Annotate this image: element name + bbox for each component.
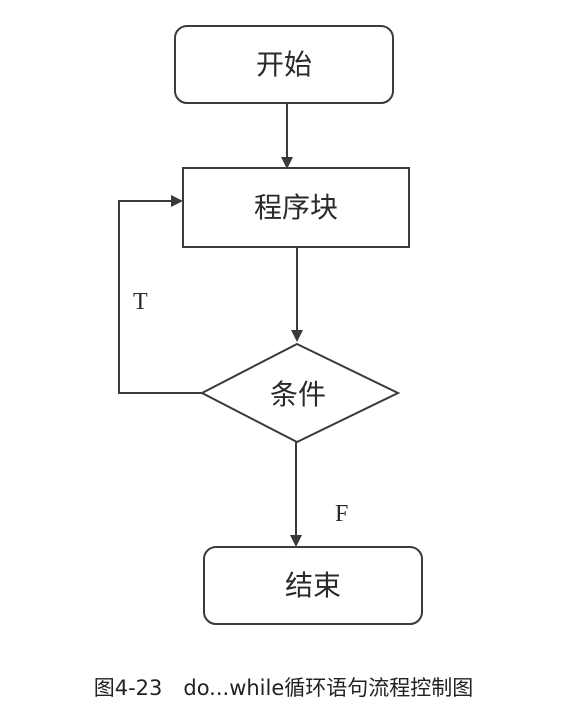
process-node: 程序块 bbox=[182, 167, 410, 248]
process-node-label: 程序块 bbox=[254, 191, 338, 224]
arrow-loop-true bbox=[118, 195, 202, 394]
start-node: 开始 bbox=[174, 25, 394, 104]
end-node: 结束 bbox=[203, 546, 423, 625]
figure-caption: 图4-23 do...while循环语句流程控制图 bbox=[93, 676, 474, 700]
start-node-shape bbox=[174, 25, 394, 104]
condition-node: 条件 bbox=[199, 342, 401, 444]
false-label: F bbox=[335, 501, 348, 527]
process-node-shape bbox=[182, 167, 410, 248]
end-node-shape bbox=[203, 546, 423, 625]
true-label: T bbox=[133, 289, 148, 315]
condition-node-label: 条件 bbox=[270, 378, 326, 411]
start-node-label: 开始 bbox=[256, 48, 312, 81]
flowchart-diagram: 开始 程序块 条件 T F 结束 bbox=[118, 25, 423, 625]
end-node-label: 结束 bbox=[285, 569, 341, 602]
